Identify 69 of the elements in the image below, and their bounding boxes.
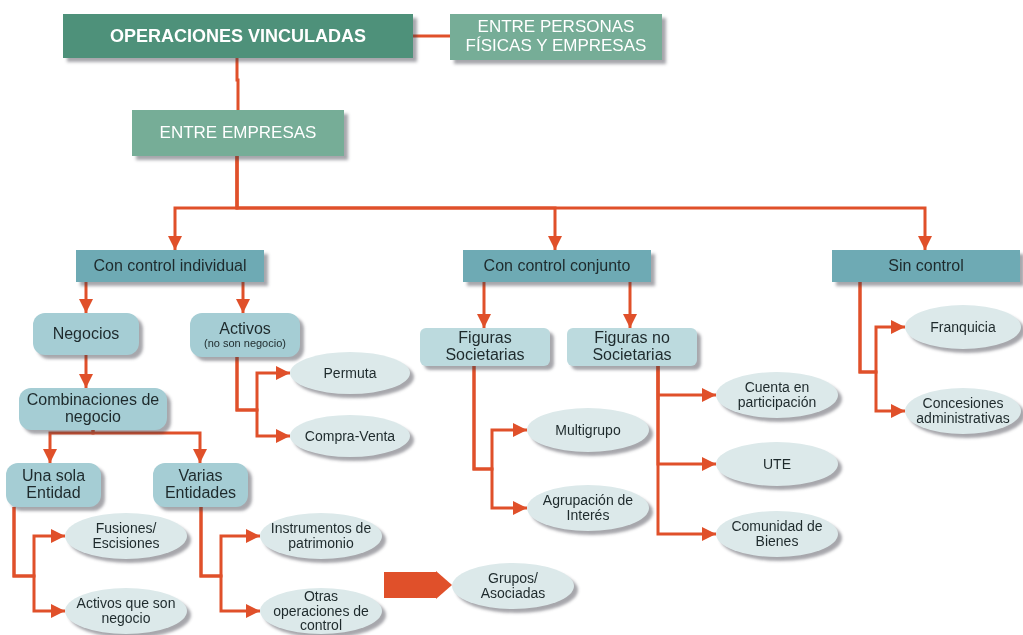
ellipse-node	[260, 588, 382, 634]
ellipse-node	[290, 352, 410, 394]
connector-arrow	[79, 282, 93, 313]
category-box	[132, 110, 344, 156]
node-label: Permuta	[323, 365, 377, 381]
connector-arrow	[79, 355, 93, 388]
node-label: Concesiones administrativas	[915, 396, 1011, 426]
connector-arrow	[12, 507, 65, 618]
rounded-box	[6, 463, 101, 507]
node-label: Una sola Entidad	[20, 468, 87, 502]
node-label: Activos	[219, 320, 271, 338]
ellipse-node	[527, 485, 649, 531]
node-label: Multigrupo	[555, 422, 621, 438]
node-label: Varias Entidades	[163, 468, 238, 502]
ellipse-node	[716, 372, 838, 418]
node-label: Grupos/ Asociadas	[479, 571, 547, 601]
node-label: Sin control	[888, 257, 964, 275]
connector-arrow	[236, 282, 250, 313]
rounded-box	[567, 328, 697, 366]
node-label: Activos que son negocio	[75, 596, 177, 626]
connector-arrow	[235, 156, 932, 250]
connector-arrow	[858, 282, 905, 418]
ellipse-node	[905, 305, 1021, 349]
connector-arrow	[43, 430, 95, 463]
connector-arrow	[656, 366, 716, 541]
ellipse-node	[716, 511, 838, 557]
rounded-box	[153, 463, 248, 507]
category-box	[450, 14, 662, 60]
connector-arrow	[477, 282, 491, 328]
connector-arrow	[235, 357, 290, 443]
connector-arrow	[623, 282, 637, 328]
node-label: Cuenta en participación	[736, 380, 818, 410]
node-label: ENTRE PERSONAS FÍSICAS Y EMPRESAS	[464, 18, 648, 56]
ellipse-node	[290, 415, 410, 457]
ellipse-node	[905, 388, 1021, 434]
node-label: OPERACIONES VINCULADAS	[110, 25, 366, 47]
category-box	[463, 250, 651, 282]
ellipse-node	[452, 563, 574, 609]
connector-arrow	[199, 507, 260, 618]
rounded-box	[19, 388, 167, 430]
rounded-box	[190, 313, 300, 357]
node-label: Figuras Societarias	[444, 330, 526, 364]
connector-arrow	[472, 366, 527, 515]
ellipse-node	[65, 513, 187, 559]
node-label: Comunidad de Bienes	[730, 519, 824, 549]
node-label: Con control conjunto	[483, 257, 631, 275]
node-label: Agrupación de Interés	[541, 493, 635, 523]
ellipse-node	[260, 513, 382, 559]
node-label: Franquicia	[930, 319, 996, 335]
node-label: Combinaciones de negocio	[25, 392, 161, 426]
node-subtitle: (no son negocio)	[204, 337, 286, 350]
node-label: ENTRE EMPRESAS	[159, 123, 317, 143]
node-label: Fusiones/ Escisiones	[91, 521, 161, 551]
rounded-box	[420, 328, 550, 366]
category-box	[76, 250, 264, 282]
node-label: UTE	[763, 456, 791, 472]
ellipse-node	[716, 442, 838, 486]
category-box	[832, 250, 1020, 282]
node-label: Compra-Venta	[304, 428, 396, 444]
rounded-box	[33, 313, 139, 355]
node-label: Instrumentos de patrimonio	[269, 521, 373, 551]
connector-arrow	[91, 430, 207, 463]
node-label: Figuras no Societarias	[591, 330, 673, 364]
title-box	[63, 14, 413, 58]
ellipse-node	[527, 408, 649, 452]
node-label: Negocios	[52, 325, 120, 343]
ellipse-node	[65, 588, 187, 634]
node-label: Con control individual	[93, 257, 247, 275]
node-label: Otras operaciones de control	[272, 588, 370, 634]
